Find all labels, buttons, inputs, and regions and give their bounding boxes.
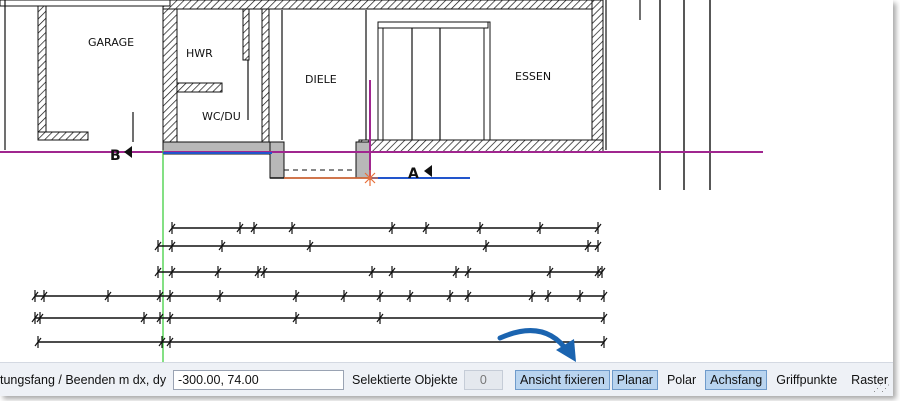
room-label-diele: DIELE — [305, 73, 337, 86]
wall-garage-bottom — [37, 131, 89, 141]
wall-hwr-right — [242, 0, 250, 61]
snap-marker — [362, 170, 378, 186]
coordinates-input[interactable] — [173, 370, 345, 390]
drawing-canvas[interactable]: B A GARAGE HWR WC/DU DIELE ESSEN — [0, 0, 893, 362]
wall-center — [162, 0, 178, 143]
floor-plan — [0, 0, 711, 190]
section-marker-a: A — [408, 165, 432, 182]
room-label-garage: GARAGE — [88, 36, 134, 49]
wall-inner-1 — [377, 21, 384, 141]
wall-top-left — [0, 0, 171, 7]
ansicht-fixieren-button[interactable]: Ansicht fixieren — [515, 370, 610, 390]
resize-grip-icon[interactable]: ⋰⋰ — [873, 383, 890, 393]
section-marker-b: B — [110, 146, 132, 164]
room-label-essen: ESSEN — [515, 70, 551, 83]
wall-essen-right — [591, 0, 604, 151]
entrance-porch — [269, 141, 285, 179]
command-prompt: tungsfang / Beenden m dx, dy [cm] — [0, 373, 169, 387]
wall-garage-left — [37, 0, 47, 141]
room-label-hwr: HWR — [186, 47, 213, 60]
achsfang-button[interactable]: Achsfang — [705, 370, 768, 390]
wall-hwr-bottom — [176, 82, 223, 93]
entrance-porch-right — [355, 141, 371, 179]
polar-button[interactable]: Polar — [666, 373, 697, 387]
raster-button[interactable]: Raster — [851, 373, 888, 387]
wall-inner-2 — [483, 21, 491, 141]
planar-button[interactable]: Planar — [611, 370, 658, 390]
dimension-ticks — [31, 222, 608, 348]
dimension-chains — [35, 227, 604, 343]
svg-text:B: B — [110, 148, 121, 164]
wall-bottom-right — [358, 139, 604, 153]
selected-objects-label: Selektierte Objekte — [352, 373, 458, 387]
svg-text:A: A — [408, 166, 419, 182]
wall-inner-top — [377, 21, 489, 29]
wall-top — [162, 0, 604, 10]
selected-objects-count: 0 — [463, 370, 504, 390]
curved-arrow-icon — [497, 328, 576, 362]
wall-right-of-hwr — [261, 0, 270, 143]
cad-window: B A GARAGE HWR WC/DU DIELE ESSEN tu — [0, 0, 893, 396]
room-label-wc: WC/DU — [202, 110, 241, 123]
status-bar: tungsfang / Beenden m dx, dy [cm] Selekt… — [0, 362, 893, 396]
griffpunkte-button[interactable]: Griffpunkte — [776, 373, 838, 387]
